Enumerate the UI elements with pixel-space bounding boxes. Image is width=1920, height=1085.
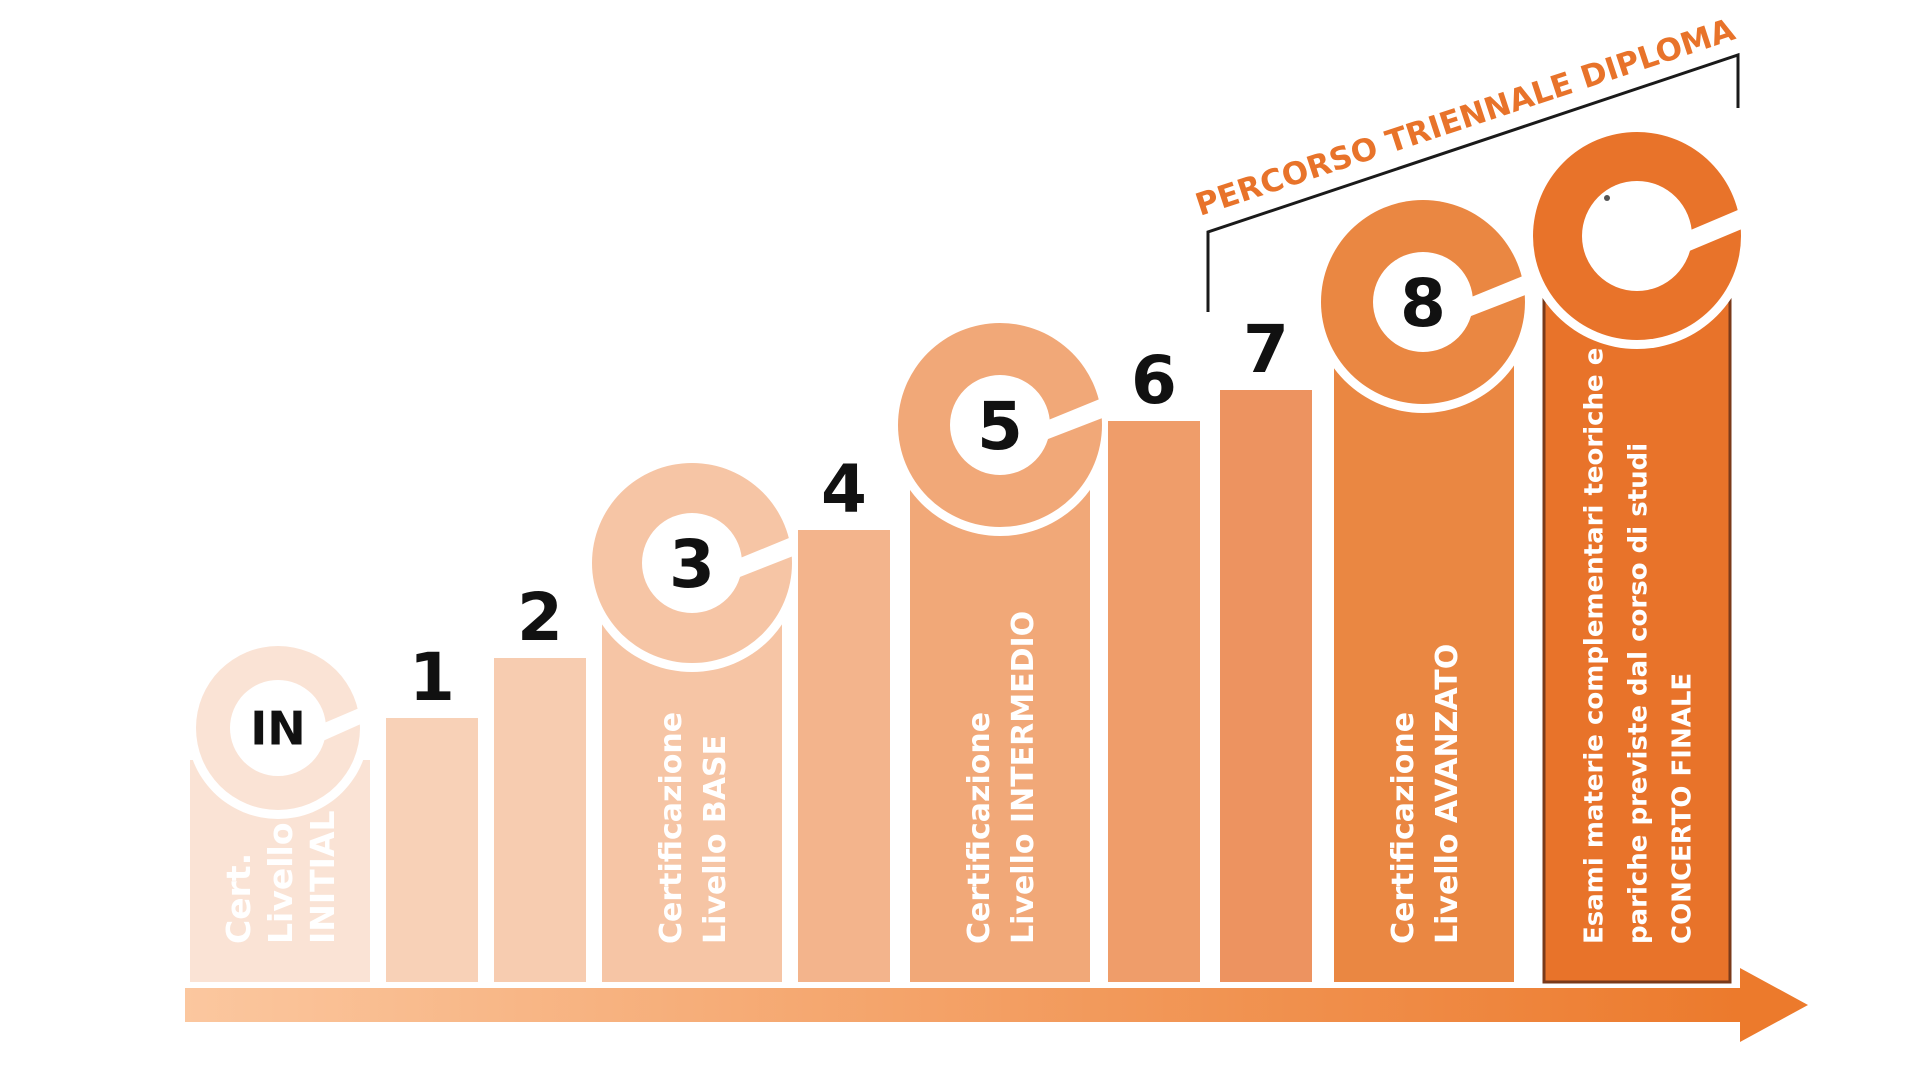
step-number: 1 [409, 639, 455, 716]
progress-arrow-head [1740, 968, 1808, 1042]
step-number: IN [250, 702, 306, 756]
ring-dot [1604, 195, 1610, 201]
diploma-bracket [1206, 52, 1740, 312]
ring-notch [306, 701, 374, 749]
step-label-line: Esami materie complementari teoriche e [1579, 348, 1609, 944]
step-label-line: Certificazione [962, 712, 997, 944]
step-label-line: CONCERTO FINALE [1667, 673, 1697, 944]
step-final: Esami materie complementari teoriche e pa… [1524, 123, 1755, 984]
progress-arrow-shaft [185, 988, 1740, 1022]
step-6: 6 [1108, 342, 1200, 982]
step-label-line: Livello BASE [698, 735, 733, 944]
step-column [1108, 421, 1200, 982]
step-2: 2 [494, 579, 586, 982]
ring-notch [1670, 202, 1755, 260]
step-number: 7 [1243, 311, 1289, 388]
step-label-line: Livello [261, 822, 300, 944]
step-column [494, 658, 586, 982]
step-number: 5 [977, 388, 1023, 465]
step-label-line: INITIAL [303, 810, 342, 944]
ring-hole [230, 680, 326, 776]
step-label-line: Livello INTERMEDIO [1006, 611, 1041, 944]
step-7: 7 [1220, 311, 1312, 982]
step-number: 8 [1400, 265, 1446, 342]
ring-notch [722, 531, 806, 584]
step-1: 1 [386, 639, 478, 982]
ring-notch [1453, 269, 1539, 323]
ring-hole [1373, 252, 1473, 352]
step-4: 4 [798, 451, 890, 982]
step-column [1542, 290, 1732, 984]
step-column [1334, 360, 1514, 982]
step-column [1220, 390, 1312, 982]
step-column [910, 480, 1090, 982]
step-label-line: Certificazione [654, 712, 689, 944]
ring-hole [642, 513, 742, 613]
step-column [386, 718, 478, 982]
step-column [602, 620, 782, 982]
ring-hole [950, 375, 1050, 475]
step-number: 4 [821, 451, 867, 528]
step-number: 3 [669, 526, 715, 603]
step-label-line: Livello AVANZATO [1430, 644, 1465, 944]
ring-hole [1582, 181, 1692, 291]
step-label-line: Certificazione [1386, 712, 1421, 944]
step-label-line: pariche previste dal corso di studi [1623, 443, 1653, 944]
ring-notch [1030, 392, 1116, 446]
step-column [798, 530, 890, 982]
step-label-line: Cert. [219, 853, 258, 944]
step-number: 6 [1131, 342, 1177, 419]
step-number: 2 [517, 579, 563, 656]
